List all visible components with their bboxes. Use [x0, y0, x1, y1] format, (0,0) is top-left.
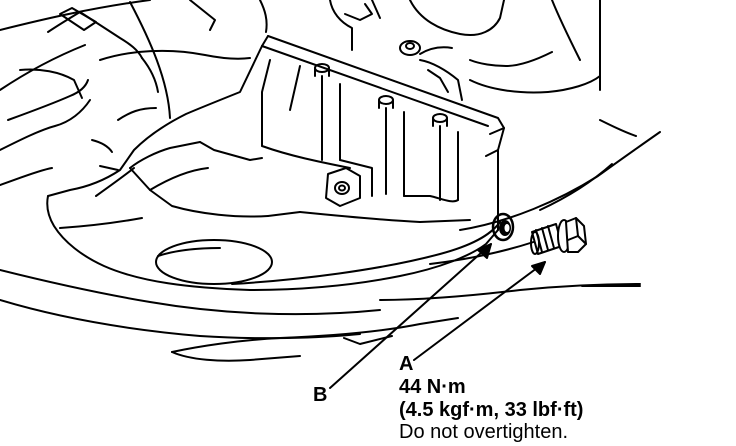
overtighten-warning: Do not overtighten. [399, 421, 568, 443]
flange-bolt-icon [314, 63, 330, 77]
callout-b-letter: B [313, 384, 328, 406]
flange-stud-icon [399, 40, 463, 101]
torque-spec-nm: 44 N·m [399, 376, 466, 398]
leader-line-b [329, 243, 492, 389]
drain-plug-bolt-icon [530, 217, 587, 255]
subframe-outline [0, 119, 661, 362]
flange-bolt-icon [378, 95, 394, 109]
callout-a-letter: A [399, 353, 414, 375]
oil-pan-flange [261, 35, 505, 157]
leader-line-a [413, 261, 546, 361]
engine-left-side [0, 68, 157, 186]
sealing-washer-icon [491, 212, 515, 242]
oil-pan-icon [46, 45, 501, 291]
torque-spec-alt: (4.5 kgf·m, 33 lbf·ft) [399, 399, 584, 421]
engine-block-outline [0, 0, 601, 119]
flange-bolt-icon [432, 113, 448, 127]
